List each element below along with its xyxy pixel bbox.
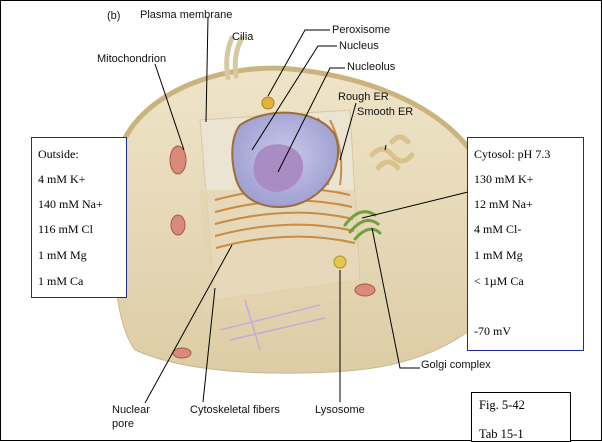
label-golgi-complex: Golgi complex: [421, 359, 491, 371]
mitochondrion-2: [171, 215, 185, 235]
membrane-potential: -70 mV: [474, 324, 511, 339]
outside-title: Outside:: [38, 147, 79, 162]
outside-item: 140 mM Na+: [38, 197, 103, 212]
label-cytoskeletal-fibers: Cytoskeletal fibers: [190, 404, 280, 416]
mitochondrion-4: [173, 348, 191, 358]
outside-item: 1 mM Mg: [38, 248, 87, 263]
cytosol-ion-box: Cytosol: pH 7.3 130 mM K+ 12 mM Na+ 4 mM…: [467, 137, 584, 351]
outside-item: 4 mM K+: [38, 172, 85, 187]
cytosol-item: < 1µM Ca: [474, 274, 524, 289]
peroxisome: [262, 97, 274, 109]
panel-label: (b): [107, 10, 120, 22]
label-plasma-membrane: Plasma membrane: [140, 9, 232, 21]
mitochondrion: [170, 146, 186, 174]
cytosol-item: 1 mM Mg: [474, 248, 523, 263]
label-cilia: Cilia: [232, 31, 253, 43]
label-mitochondrion: Mitochondrion: [97, 53, 166, 65]
mitochondrion-3: [355, 284, 375, 296]
label-nuclear-pore-line1: Nuclear: [112, 404, 150, 416]
figure-reference: Fig. 5-42: [479, 398, 525, 413]
label-nuclear-pore-line2: pore: [112, 418, 134, 430]
cytosol-title: Cytosol: pH 7.3: [474, 147, 550, 162]
label-nucleus: Nucleus: [339, 40, 379, 52]
table-reference: Tab 15-1: [479, 427, 524, 442]
cytosol-item: 130 mM K+: [474, 172, 533, 187]
label-lysosome: Lysosome: [315, 404, 365, 416]
cytosol-item: 4 mM Cl-: [474, 222, 521, 237]
label-smooth-er: Smooth ER: [357, 106, 413, 118]
figure-reference-box: Fig. 5-42 Tab 15-1: [471, 392, 571, 442]
cytosol-item: 12 mM Na+: [474, 197, 533, 212]
label-nucleolus: Nucleolus: [347, 61, 395, 73]
outside-item: 116 mM Cl: [38, 222, 93, 237]
label-peroxisome: Peroxisome: [332, 24, 390, 36]
label-rough-er: Rough ER: [338, 91, 389, 103]
outside-ion-box: Outside: 4 mM K+ 140 mM Na+ 116 mM Cl 1 …: [31, 137, 127, 298]
lysosome: [334, 256, 346, 268]
outside-item: 1 mM Ca: [38, 274, 83, 289]
